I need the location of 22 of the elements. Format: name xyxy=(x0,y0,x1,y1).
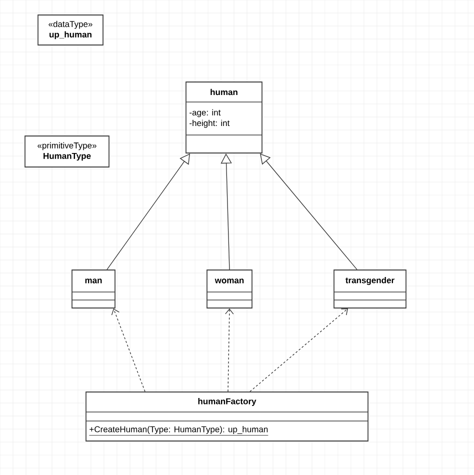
class-name: transgender xyxy=(346,277,394,285)
dependency-arrow xyxy=(111,308,146,392)
class-box xyxy=(334,270,406,308)
stereotype-box xyxy=(24,136,110,168)
class-box xyxy=(86,392,368,442)
method-text: +CreateHuman(Type: HumanType): up_human xyxy=(89,426,268,436)
class-box xyxy=(186,82,262,154)
attribute-text: -height: int xyxy=(190,120,230,128)
stereotype-label: «dataType» xyxy=(48,20,92,29)
type-name: HumanType xyxy=(44,153,91,161)
class-name: human xyxy=(210,88,238,96)
class-name: humanFactory xyxy=(198,398,256,406)
stereotype-box xyxy=(38,14,104,46)
type-name: up_human xyxy=(50,31,92,40)
stereotype-label: «primitiveType» xyxy=(38,142,96,150)
attribute-text: -age: int xyxy=(190,109,221,118)
class-name: man xyxy=(85,278,102,284)
class-box xyxy=(72,270,116,308)
class-name: woman xyxy=(214,278,244,284)
dependency-arrow xyxy=(225,308,234,392)
class-box xyxy=(206,270,252,308)
dependency-arrow xyxy=(250,308,348,392)
